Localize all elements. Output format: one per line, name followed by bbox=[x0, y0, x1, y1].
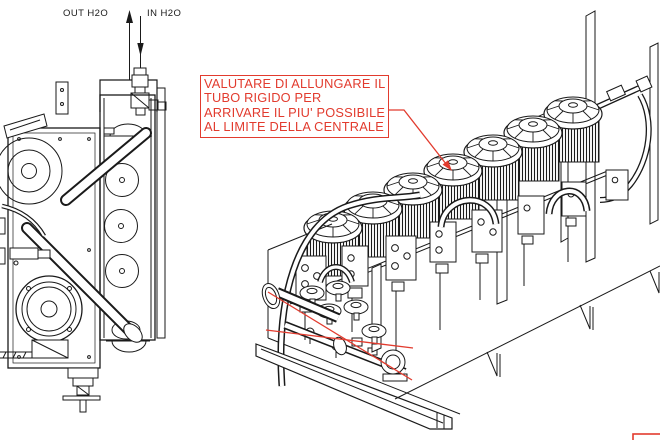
clipped-annotation-box bbox=[632, 433, 660, 440]
water-in-label: IN H2O bbox=[147, 8, 182, 19]
annotation-line: TUBO RIGIDO PER bbox=[204, 90, 322, 106]
motor-fan-circle-bottom bbox=[15, 275, 83, 343]
hydraulic-manifolds bbox=[289, 169, 629, 358]
annotation-note: VALUTARE DI ALLUNGARE IL TUBO RIGIDO PER… bbox=[200, 75, 389, 138]
revision-mark-line bbox=[267, 291, 413, 381]
rigid-tubes bbox=[21, 127, 152, 343]
drain-valve-assembly bbox=[62, 367, 101, 413]
valve-stack bbox=[130, 67, 167, 116]
leader-line bbox=[389, 109, 451, 170]
annotation-line: ARRIVARE IL PIU' POSSIBILE bbox=[204, 104, 386, 120]
motor-fan-circle-top bbox=[0, 137, 63, 205]
base-plate-edge bbox=[394, 265, 660, 400]
base-rail bbox=[255, 343, 453, 430]
hoses bbox=[277, 187, 591, 387]
arrow-down-icon bbox=[137, 43, 144, 56]
leader-arrowhead-icon bbox=[442, 160, 452, 171]
annotation-line: AL LIMITE DELLA CENTRALE bbox=[204, 118, 384, 134]
annotation-line: VALUTARE DI ALLUNGARE IL bbox=[204, 76, 386, 91]
water-out-label: OUT H2O bbox=[63, 8, 109, 19]
red-annotation-graphics bbox=[265, 109, 660, 440]
left-2d-side-view bbox=[0, 10, 167, 413]
right-isometric-view bbox=[255, 10, 660, 430]
arrow-up-icon bbox=[126, 10, 133, 23]
revision-mark-line bbox=[265, 329, 414, 349]
pump-covers bbox=[104, 163, 139, 288]
